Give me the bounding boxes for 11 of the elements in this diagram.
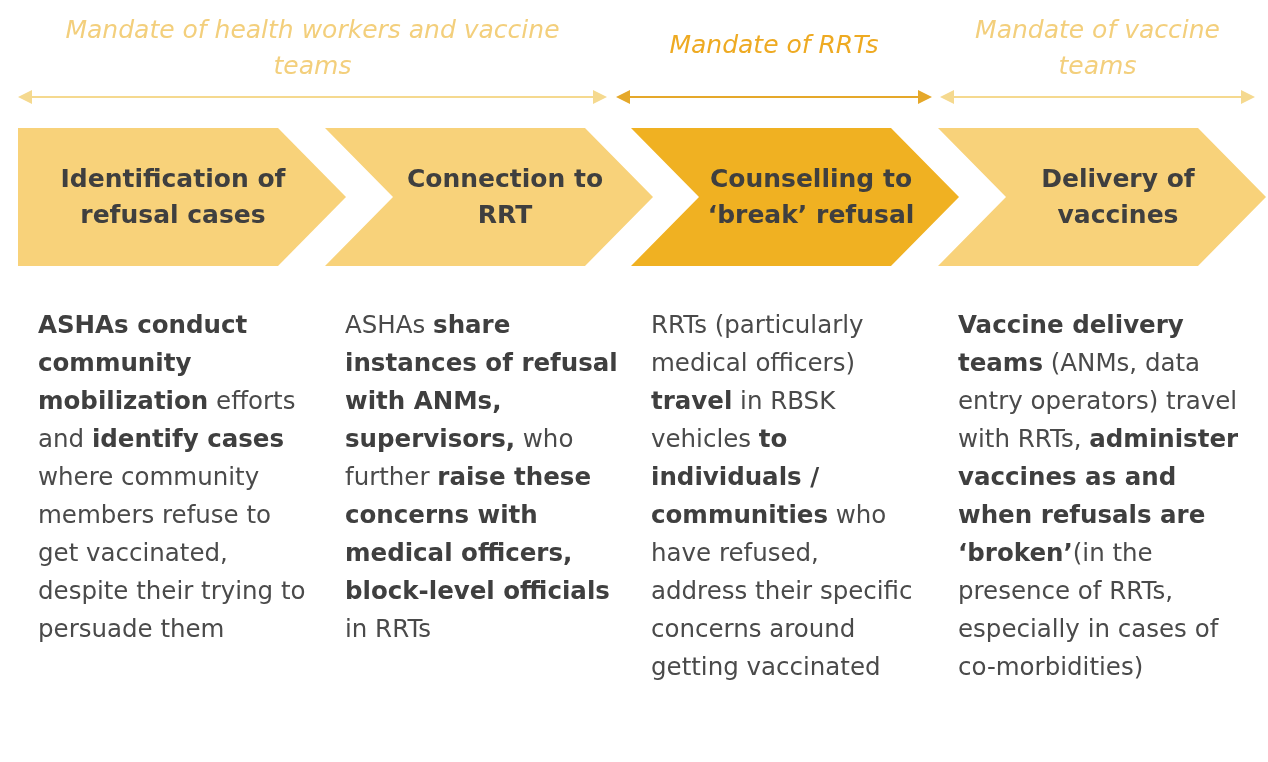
step-description: ASHAs share instances of refusal with ANMs, supervisors, who further raise these concerns with medical officers, block-level officials in RRTs [345,309,619,645]
step-title: Connection to RRT [405,163,605,231]
mandate-label: Mandate of vaccine teams [974,14,1221,82]
step-title: Identification of refusal cases [59,163,287,231]
mandate-label: Mandate of health workers and vaccine teams [64,14,561,82]
step-description: RRTs (particularly medical officers) travel in RBSK vehicles to individuals / communities who have refused, address their specific concerns around getting vaccinated [651,309,914,683]
step-title: Delivery of vaccines [1040,163,1196,231]
mandate-label: Mandate of RRTs [668,29,880,61]
step-title: Counselling to ‘break’ refusal [706,163,916,231]
step-description: ASHAs conduct community mobilization efforts and identify cases where community members refuse to get vaccinated, despite their trying to persuade them [38,309,307,645]
step-description: Vaccine delivery teams (ANMs, data entry operators) travel with RRTs, administer vaccines as and when refusals are ‘broken’(in the presence of RRTs, especially in cases of co-morbidities) [958,309,1240,683]
